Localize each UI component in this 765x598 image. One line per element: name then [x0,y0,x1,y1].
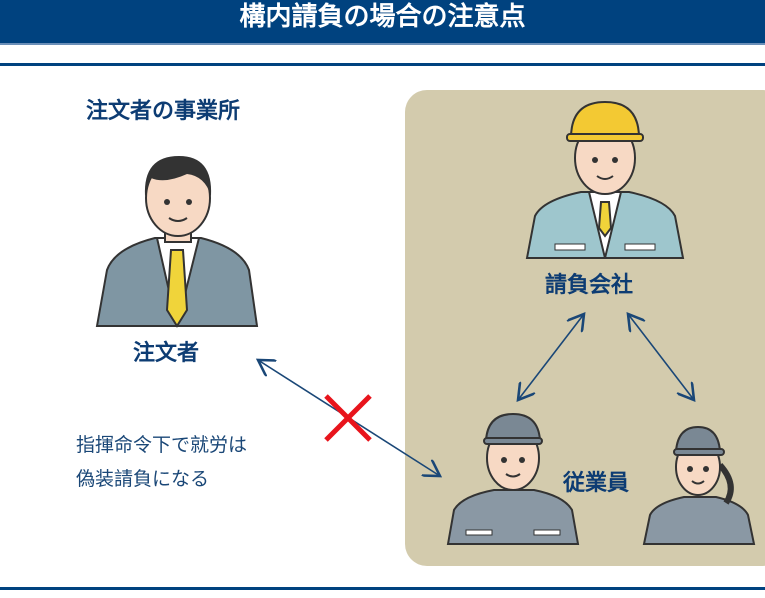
client-office-label: 注文者の事業所 [86,99,241,124]
company-person-icon [525,100,685,259]
bottom-divider [0,587,765,590]
cross-mark-icon [324,394,372,442]
warning-note: 指揮命令下で就労は 偽装請負になる [76,428,247,496]
arrow-company-worker1 [518,314,584,400]
arrow-company-worker2 [628,314,694,400]
note-line-2: 偽装請負になる [76,468,210,490]
note-line-1: 指揮命令下で就労は [76,434,248,456]
worker-male-icon [446,412,580,545]
client-label: 注文者 [133,341,200,366]
client-person-icon [95,156,259,328]
company-label: 請負会社 [545,273,634,298]
page-title: 構内請負の場合の注意点 [0,0,765,45]
workers-label: 従業員 [563,471,630,496]
worker-female-icon [642,425,756,545]
top-divider [0,63,765,66]
